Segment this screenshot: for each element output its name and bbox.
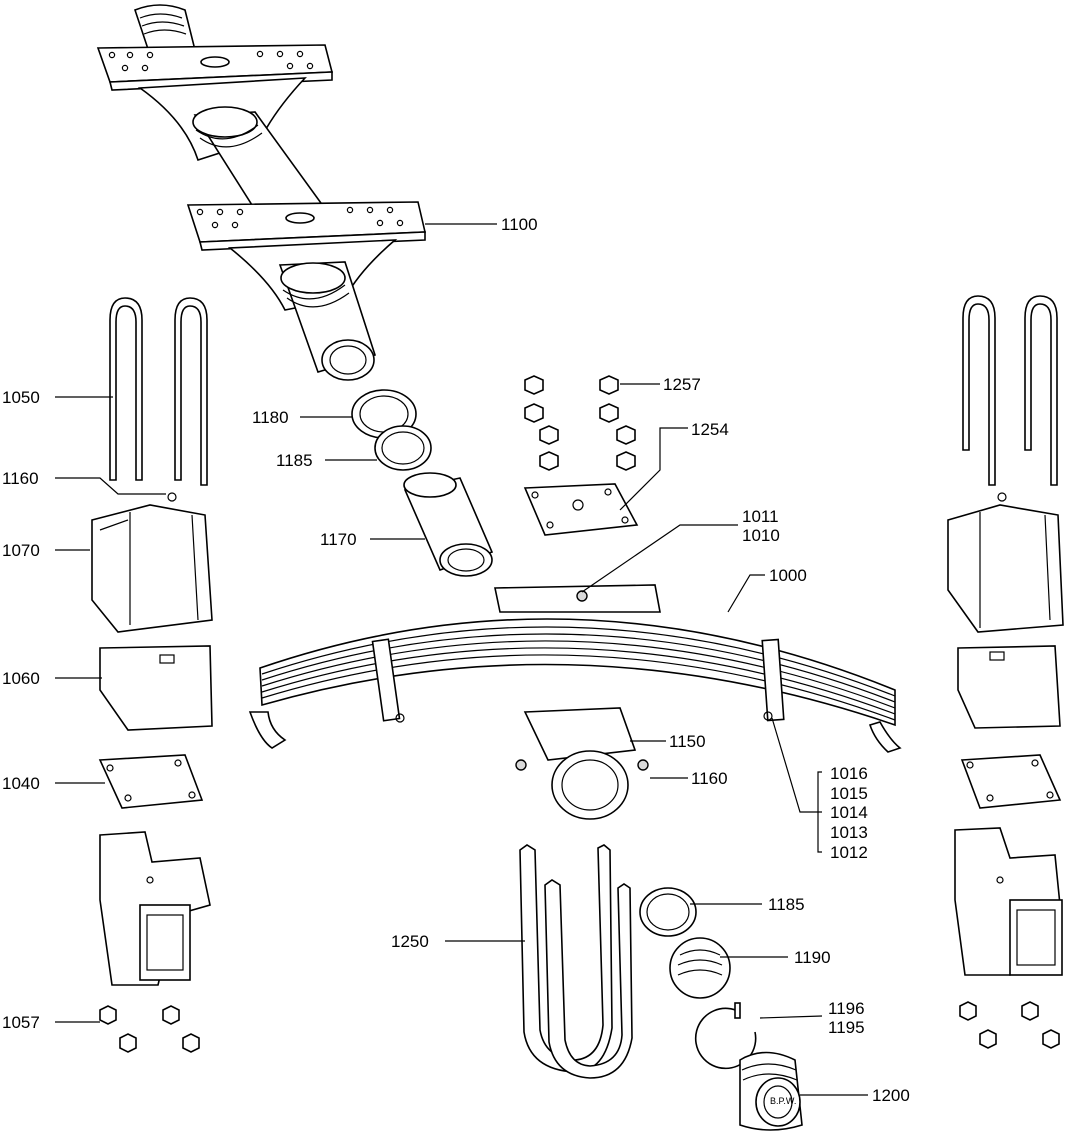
label-1150: 1150 bbox=[669, 732, 706, 751]
left-hanger-bracket bbox=[99, 831, 211, 986]
label-1100: 1100 bbox=[501, 215, 538, 234]
label-1254: 1254 bbox=[691, 420, 729, 439]
left-plate bbox=[98, 754, 204, 809]
hub-cap: B.P.W. bbox=[739, 1051, 803, 1131]
label-1190: 1190 bbox=[794, 948, 831, 967]
left-spacer-block bbox=[99, 645, 213, 731]
label-1016: 1016 bbox=[830, 764, 868, 783]
label-1057: 1057 bbox=[2, 1013, 40, 1032]
label-1185-right: 1185 bbox=[768, 895, 805, 914]
left-nuts bbox=[99, 1005, 200, 1053]
label-1185-left: 1185 bbox=[276, 451, 313, 470]
left-spring-seat bbox=[91, 492, 213, 633]
center-nuts bbox=[524, 375, 636, 471]
label-1060: 1060 bbox=[2, 669, 40, 688]
label-1160-center: 1160 bbox=[691, 769, 728, 788]
bush-set bbox=[351, 389, 494, 577]
label-1013: 1013 bbox=[830, 823, 868, 842]
right-spring-seat bbox=[947, 492, 1064, 633]
label-1195: 1195 bbox=[828, 1018, 865, 1037]
label-1250: 1250 bbox=[391, 932, 429, 951]
label-1012: 1012 bbox=[830, 843, 868, 862]
label-1196: 1196 bbox=[828, 999, 865, 1018]
right-hanger-bracket bbox=[954, 827, 1063, 976]
label-1015: 1015 bbox=[830, 784, 868, 803]
right-nuts bbox=[959, 1001, 1060, 1049]
label-1257: 1257 bbox=[663, 375, 701, 394]
part-labels: 1050 1160 1070 1060 1040 1057 1100 1180 … bbox=[2, 215, 910, 1105]
right-plate bbox=[960, 754, 1062, 809]
label-1070: 1070 bbox=[2, 541, 40, 560]
label-1200: 1200 bbox=[872, 1086, 910, 1105]
label-1160-left: 1160 bbox=[2, 469, 39, 488]
center-u-bolts bbox=[519, 844, 633, 1079]
leader-lines bbox=[55, 223, 868, 1096]
left-u-bolts bbox=[109, 297, 208, 486]
axle-beam bbox=[96, 4, 426, 381]
hub-ring-set bbox=[639, 887, 757, 1070]
label-1040: 1040 bbox=[2, 774, 40, 793]
right-spacer-block bbox=[957, 645, 1061, 729]
right-u-bolts bbox=[962, 295, 1058, 486]
center-bracket bbox=[515, 707, 649, 820]
top-plate bbox=[523, 483, 639, 536]
hub-cap-text: B.P.W. bbox=[770, 1096, 796, 1106]
leaf-spring bbox=[248, 584, 902, 753]
label-1011: 1011 bbox=[742, 507, 779, 526]
label-1010: 1010 bbox=[742, 526, 780, 545]
label-1180: 1180 bbox=[252, 408, 289, 427]
label-1050: 1050 bbox=[2, 388, 40, 407]
label-1000: 1000 bbox=[769, 566, 807, 585]
label-1170: 1170 bbox=[320, 530, 357, 549]
label-1014: 1014 bbox=[830, 803, 868, 822]
